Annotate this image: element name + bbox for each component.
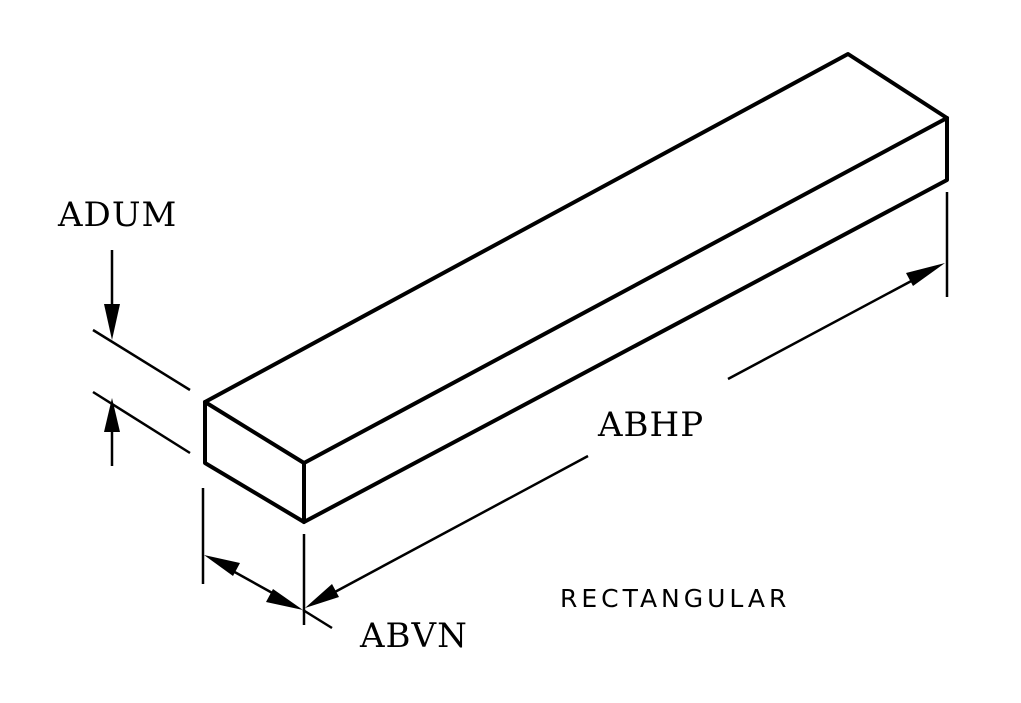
arrow-down-icon [104,304,120,340]
bar-end-face [203,400,306,524]
arrow-downright-icon [266,589,303,610]
bar-side-face [302,116,949,524]
arrow-up-icon [104,398,120,432]
length-dim-line-upper [727,269,931,381]
width-dimension [201,488,333,630]
arrow-upleft-icon [204,555,240,576]
extension-line-top [92,328,191,392]
bar-top-face [203,52,949,465]
shape-caption: RECTANGULAR [560,584,790,613]
thickness-label: ADUM [57,195,177,235]
extension-line-bottom [92,390,191,455]
length-dim-line-lower [319,454,589,602]
arrow-left-icon [305,584,339,608]
width-leader-line [302,608,333,630]
width-label: ABVN [359,616,468,656]
length-label: ABHP [597,405,704,445]
rectangular-bar [203,52,949,524]
arrow-right-icon [906,263,945,286]
length-dimension [302,192,949,625]
thickness-dimension [92,250,191,466]
